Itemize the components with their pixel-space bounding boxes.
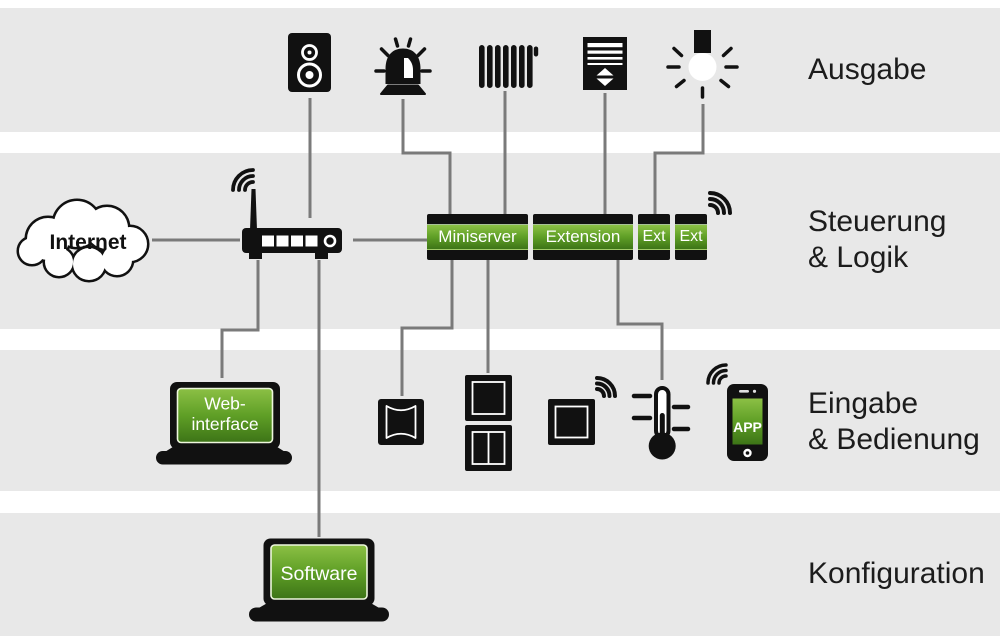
row-label-konfiguration: Konfiguration xyxy=(808,556,985,592)
speaker-icon xyxy=(288,33,331,92)
light-bulb-icon xyxy=(666,30,739,99)
ext1-block: Ext xyxy=(638,214,670,260)
row-label-steuerung: Steuerung & Logik xyxy=(808,204,946,276)
blinds-icon xyxy=(583,37,627,90)
ausgabe-text: Ausgabe xyxy=(808,53,927,86)
ext2-label: Ext xyxy=(675,224,707,250)
miniserver-label: Miniserver xyxy=(427,224,528,250)
pir-sensor-icon xyxy=(378,399,424,445)
cloud-icon: Internet xyxy=(16,198,150,283)
internet-label: Internet xyxy=(49,231,126,254)
webinterface-laptop-icon: Web- interface xyxy=(156,382,292,465)
software-label: Software xyxy=(281,563,358,585)
band-konfiguration xyxy=(0,513,1000,636)
app-label: APP xyxy=(733,419,762,435)
thermometer-icon xyxy=(631,386,691,460)
row-label-eingabe: Eingabe & Bedienung xyxy=(808,386,980,458)
konfiguration-text: Konfiguration xyxy=(808,557,985,590)
steuerung-line1: Steuerung xyxy=(808,205,947,238)
wifi-router-icon xyxy=(231,168,342,259)
double-switch-icon xyxy=(465,375,512,471)
connectors xyxy=(152,91,705,537)
webinterface-label-line1: Web- xyxy=(204,394,246,414)
connector-router-webinterface xyxy=(220,260,260,378)
extension-block: Extension xyxy=(533,214,633,260)
miniserver-block: Miniserver xyxy=(427,214,528,260)
eingabe-line2: & Bedienung xyxy=(808,423,980,456)
extension-label: Extension xyxy=(533,224,633,250)
steuerung-line2: & Logik xyxy=(808,241,909,274)
row-label-ausgabe: Ausgabe xyxy=(808,52,926,88)
ext-wifi-waves-icon xyxy=(708,191,732,215)
eingabe-line1: Eingabe xyxy=(808,387,919,420)
connector-extension-thermometer xyxy=(616,258,664,380)
smartphone-icon: APP xyxy=(706,363,768,461)
wireless-switch-icon xyxy=(548,376,617,445)
ext2-block: Ext xyxy=(675,214,707,260)
webinterface-label-line2: interface xyxy=(191,414,258,434)
software-laptop-icon: Software xyxy=(249,538,389,622)
ext1-label: Ext xyxy=(638,224,670,250)
connector-miniserver-pir xyxy=(400,258,454,396)
alarm-light-icon xyxy=(374,37,432,95)
connector-alarm-miniserver xyxy=(401,99,452,216)
connector-bulb-ext xyxy=(653,104,705,216)
radiator-icon xyxy=(479,45,539,88)
